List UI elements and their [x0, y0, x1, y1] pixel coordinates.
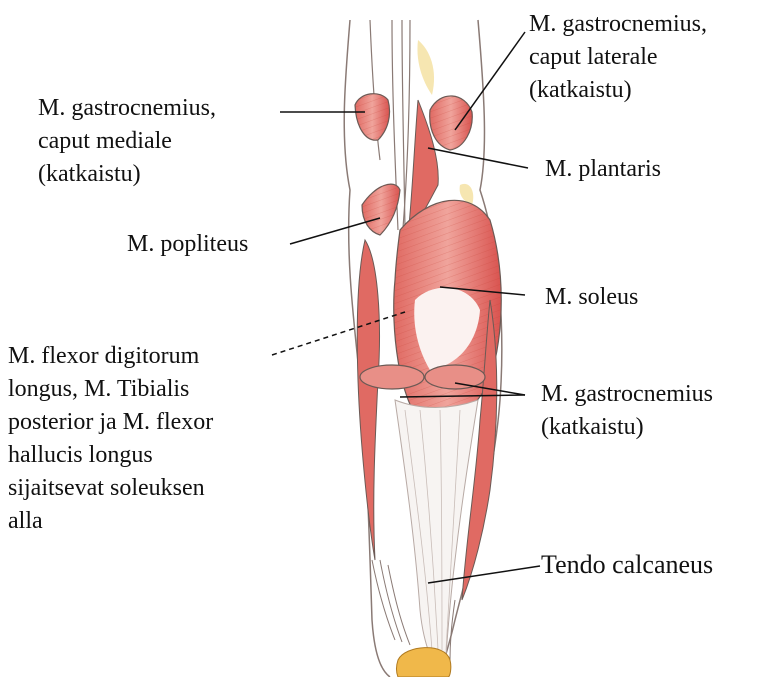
- fat-pad-top: [417, 40, 434, 95]
- label-line: caput laterale: [529, 41, 707, 74]
- label-line: Tendo calcaneus: [541, 548, 713, 581]
- label-deep-flexors: M. flexor digitorum longus, M. Tibialis …: [8, 340, 213, 538]
- label-line: M. flexor digitorum: [8, 340, 213, 373]
- leader-deep-flexors: [272, 312, 405, 355]
- label-gastrocnemius-cut: M. gastrocnemius (katkaistu): [541, 378, 713, 444]
- label-soleus: M. soleus: [545, 281, 638, 314]
- gastrocnemius-cut-right: [425, 365, 485, 389]
- label-line: M. plantaris: [545, 153, 661, 186]
- label-line: posterior ja M. flexor: [8, 406, 213, 439]
- leader-popliteus: [290, 218, 380, 244]
- left-muscle-strip: [357, 240, 379, 560]
- leader-gastrocnemius-lateral: [455, 32, 525, 130]
- label-gastrocnemius-medial: M. gastrocnemius, caput mediale (katkais…: [38, 92, 216, 191]
- label-line: longus, M. Tibialis: [8, 373, 213, 406]
- label-line: (katkaistu): [541, 411, 713, 444]
- leader-plantaris: [428, 148, 528, 168]
- label-line: caput mediale: [38, 125, 216, 158]
- label-line: alla: [8, 505, 213, 538]
- label-popliteus: M. popliteus: [127, 228, 248, 261]
- label-line: M. soleus: [545, 281, 638, 314]
- label-line: M. popliteus: [127, 228, 248, 261]
- label-gastrocnemius-lateral: M. gastrocnemius, caput laterale (katkai…: [529, 8, 707, 107]
- label-line: M. gastrocnemius: [541, 378, 713, 411]
- label-line: (katkaistu): [38, 158, 216, 191]
- label-tendo-calcaneus: Tendo calcaneus: [541, 548, 713, 581]
- calcaneus-bone: [397, 648, 451, 677]
- label-line: sijaitsevat soleuksen: [8, 472, 213, 505]
- gastrocnemius-cut-left: [360, 365, 424, 389]
- label-line: (katkaistu): [529, 74, 707, 107]
- label-plantaris: M. plantaris: [545, 153, 661, 186]
- label-line: M. gastrocnemius,: [529, 8, 707, 41]
- label-line: hallucis longus: [8, 439, 213, 472]
- label-line: M. gastrocnemius,: [38, 92, 216, 125]
